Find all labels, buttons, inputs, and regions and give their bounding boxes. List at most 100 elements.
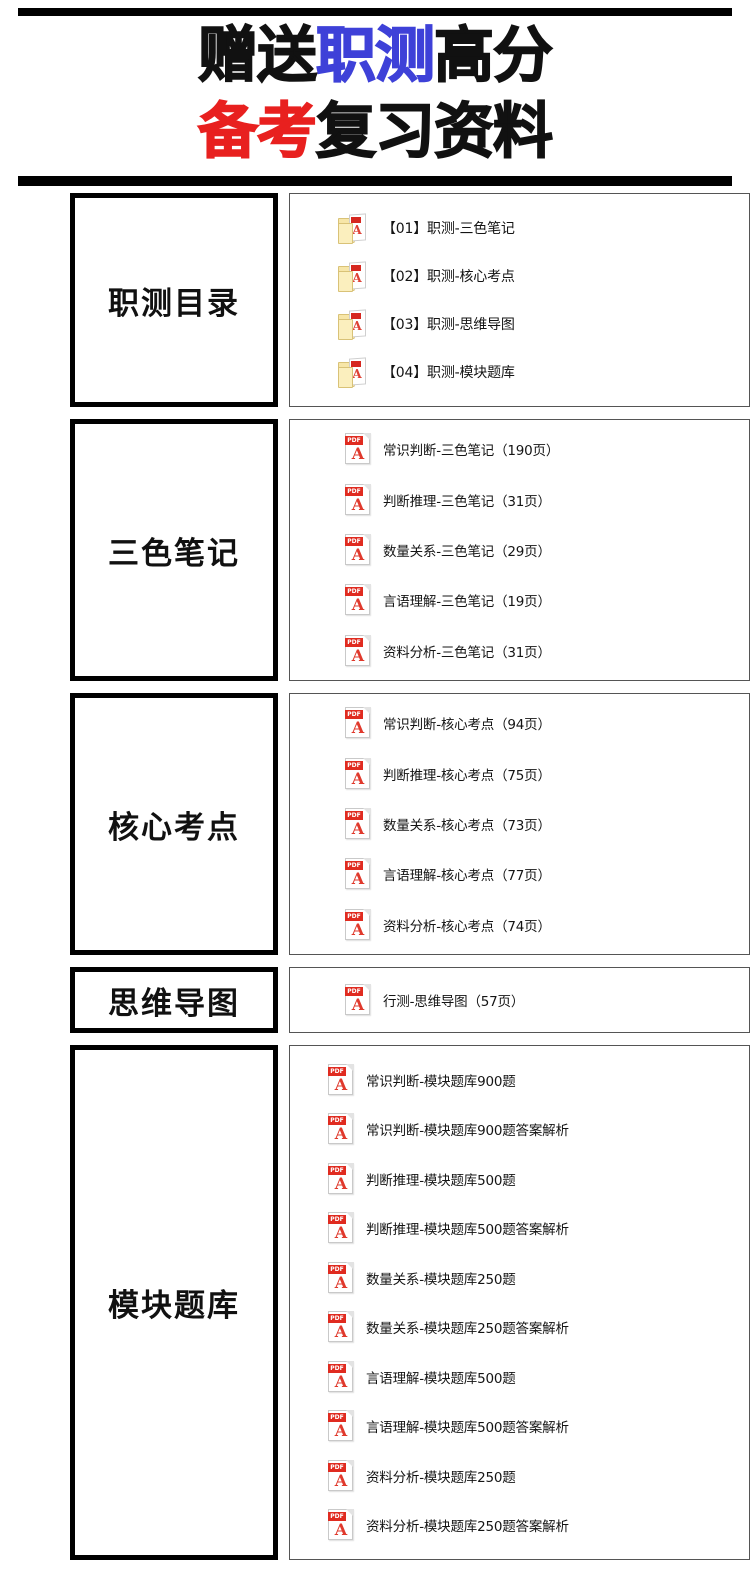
pdf-band-label: PDF xyxy=(328,1413,346,1423)
pdf-fold-corner xyxy=(363,984,371,992)
section-label-box-mind-map: 思维导图 xyxy=(70,967,278,1033)
pdf-acrobat-glyph: A xyxy=(351,995,365,1014)
section-label-mind-map: 思维导图 xyxy=(108,985,240,1022)
pdf-fold-corner xyxy=(363,908,371,917)
pdf-band-label: PDF xyxy=(328,1116,346,1126)
pdf-band-label: PDF xyxy=(328,1264,346,1274)
file-name-label: 常识判断-模块题库900题 xyxy=(366,1073,516,1090)
section-label-directory: 职测目录 xyxy=(108,285,240,322)
file-row[interactable]: A【02】职测-核心考点 xyxy=(290,252,749,300)
pdf-acrobat-glyph: A xyxy=(351,545,365,564)
section-label-module-bank: 模块题库 xyxy=(108,1288,240,1324)
file-name-label: 【04】职测-模块题库 xyxy=(382,365,515,381)
pdf-fold-corner xyxy=(346,1360,354,1369)
folder-front-shape xyxy=(338,223,353,244)
folder-icon: A xyxy=(338,356,368,388)
file-name-label: 数量关系-模块题库250题 xyxy=(366,1271,516,1288)
file-name-label: 【03】职测-思维导图 xyxy=(382,317,515,333)
pdf-fold-corner xyxy=(363,483,371,492)
file-name-label: 数量关系-三色笔记（29页） xyxy=(383,544,551,560)
pdf-fold-corner xyxy=(363,584,371,593)
file-row[interactable]: A【01】职测-三色笔记 xyxy=(290,204,749,252)
file-name-label: 判断推理-模块题库500题答案解析 xyxy=(366,1222,569,1239)
pdf-band-label: PDF xyxy=(328,1314,346,1324)
pdf-fold-corner xyxy=(363,534,371,542)
file-name-label: 言语理解-核心考点（77页） xyxy=(383,868,551,885)
pdf-band-label: PDF xyxy=(328,1363,346,1373)
section-label-box-module-bank: 模块题库 xyxy=(70,1045,278,1560)
pdf-band-label: PDF xyxy=(345,486,363,496)
pdf-acrobat-glyph: A xyxy=(351,645,365,665)
folder-pdf-glyph: A xyxy=(352,223,362,237)
file-row[interactable]: A【03】职测-思维导图 xyxy=(290,300,749,348)
pdf-fold-corner xyxy=(346,1410,354,1419)
file-name-label: 言语理解-模块题库500题 xyxy=(366,1370,516,1387)
section-label-three-color-notes: 三色笔记 xyxy=(108,535,240,572)
pdf-acrobat-glyph: A xyxy=(334,1371,348,1391)
pdf-fold-corner xyxy=(363,808,371,816)
pdf-acrobat-glyph: A xyxy=(334,1223,348,1243)
file-name-label: 判断推理-核心考点（75页） xyxy=(383,767,551,784)
folder-pdf-glyph: A xyxy=(352,367,362,381)
pdf-band-label: PDF xyxy=(328,1462,346,1472)
file-name-label: 判断推理-模块题库500题 xyxy=(366,1172,516,1189)
section-label-box-core-points: 核心考点 xyxy=(70,693,278,955)
header-title-seg-1b: 职测 xyxy=(315,20,436,92)
file-name-label: 言语理解-三色笔记（19页） xyxy=(383,594,551,611)
pdf-band-label: PDF xyxy=(345,861,363,871)
pdf-acrobat-glyph: A xyxy=(334,1520,348,1540)
header-top-rule xyxy=(18,8,732,16)
pdf-fold-corner xyxy=(346,1063,354,1072)
folder-icon: A xyxy=(338,260,368,292)
pdf-band-label: PDF xyxy=(345,436,363,446)
pdf-acrobat-glyph: A xyxy=(334,1124,348,1144)
header-title-line-2: 备考复习资料 xyxy=(18,94,732,170)
header-title-seg-1a: 赠送 xyxy=(197,20,318,92)
pdf-band-label: PDF xyxy=(345,710,363,720)
folder-front-shape xyxy=(338,271,353,292)
pdf-fold-corner xyxy=(346,1509,354,1518)
header-banner: 赠送职测高分 备考复习资料 xyxy=(0,0,750,186)
section-label-core-points: 核心考点 xyxy=(108,809,240,846)
file-row[interactable]: A 【04】职测-模块题库 xyxy=(290,348,749,396)
pdf-acrobat-glyph: A xyxy=(351,444,365,464)
pdf-acrobat-glyph: A xyxy=(351,869,365,889)
pdf-fold-corner xyxy=(346,1459,354,1468)
pdf-fold-corner xyxy=(346,1311,354,1320)
